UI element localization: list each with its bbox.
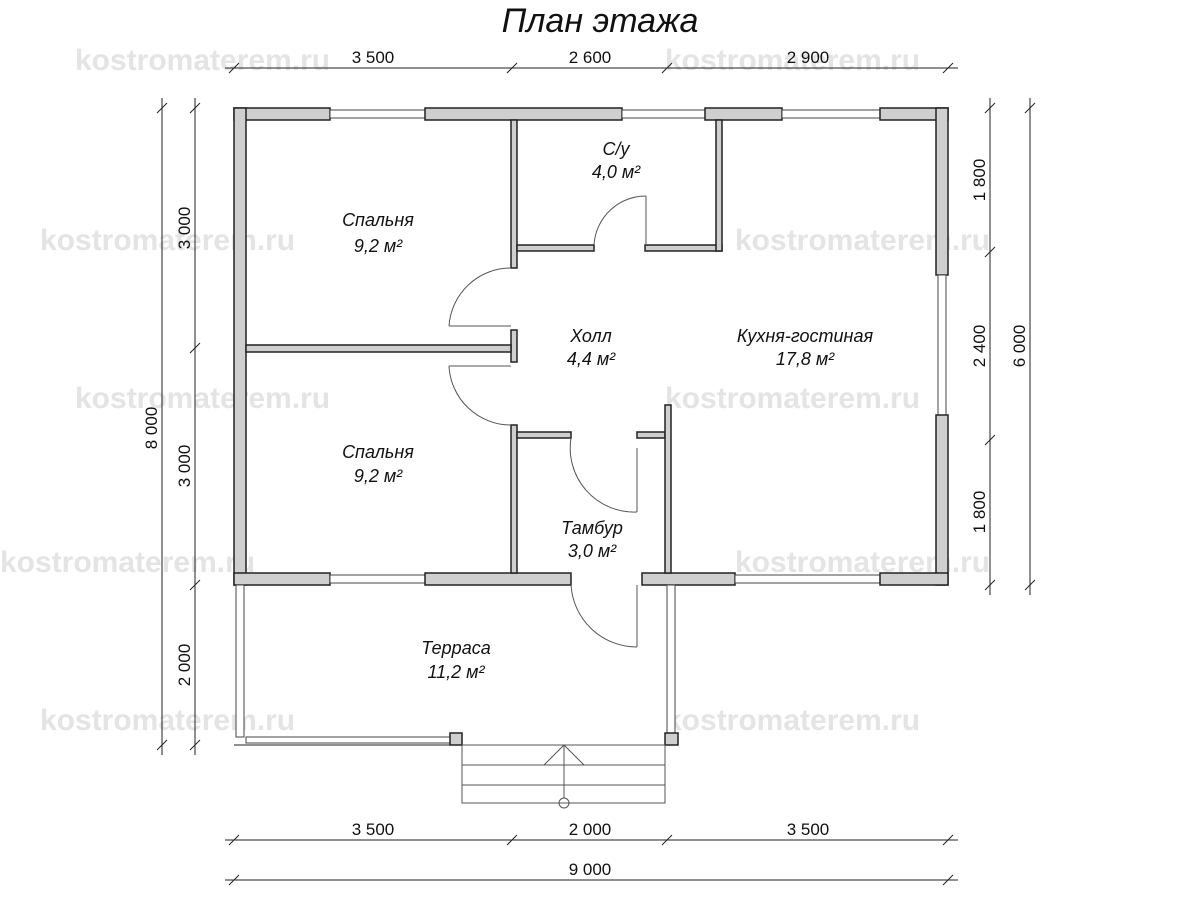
dim-bottom-1: 3 500: [352, 820, 395, 839]
dim-left-2: 3 000: [175, 445, 194, 488]
watermark: kostromaterem.ru: [40, 224, 295, 257]
room-name: Кухня-гостиная: [737, 326, 874, 346]
dim-top-2: 2 600: [569, 48, 612, 67]
watermark: kostromaterem.ru: [75, 44, 330, 77]
watermark: kostromaterem.ru: [0, 546, 255, 579]
dimension-tick: [189, 102, 201, 114]
dimension-tick: [942, 62, 954, 74]
dimension-lines: 3 500 2 600 2 900 8 000 3 000 3 000 2 00…: [142, 48, 1036, 886]
room-labels: Спальня 9,2 м² С/у 4,0 м² Холл 4,4 м² Ку…: [342, 139, 873, 682]
dimension-tick: [506, 62, 518, 74]
dimension-tick: [156, 102, 168, 114]
dim-right-3: 1 800: [970, 491, 989, 534]
dim-left-total: 8 000: [142, 407, 161, 450]
dimension-tick: [984, 579, 996, 591]
watermark: kostromaterem.ru: [735, 546, 990, 579]
room-name: Терраса: [421, 638, 490, 658]
watermark: kostromaterem.ru: [40, 704, 295, 737]
dimension-tick: [942, 874, 954, 886]
dimension-tick: [189, 579, 201, 591]
dimension-tick: [228, 874, 240, 886]
room-name: Тамбур: [561, 518, 623, 538]
dimension-tick: [228, 62, 240, 74]
dimension-tick: [984, 102, 996, 114]
dim-top-1: 3 500: [352, 48, 395, 67]
dimension-tick: [1024, 102, 1036, 114]
dimension-tick: [942, 834, 954, 846]
dimension-tick: [156, 739, 168, 751]
room-name: Спальня: [342, 442, 414, 462]
watermark: kostromaterem.ru: [75, 382, 330, 415]
room-area: 9,2 м²: [354, 236, 403, 256]
room-area: 4,4 м²: [567, 349, 616, 369]
dim-bottom-3: 3 500: [787, 820, 830, 839]
dim-left-3: 2 000: [175, 644, 194, 687]
dim-top-3: 2 900: [787, 48, 830, 67]
dim-left-1: 3 000: [175, 207, 194, 250]
room-area: 17,8 м²: [776, 349, 835, 369]
room-name: С/у: [603, 139, 631, 159]
room-area: 3,0 м²: [568, 541, 617, 561]
dimension-tick: [661, 834, 673, 846]
dim-right-2: 2 400: [970, 325, 989, 368]
dimension-tick: [189, 342, 201, 354]
plan-title: План этажа: [502, 2, 699, 40]
doors: [448, 195, 647, 648]
room-name: Спальня: [342, 210, 414, 230]
dim-bottom-total: 9 000: [569, 860, 612, 879]
entrance-steps: [461, 744, 666, 809]
room-area: 9,2 м²: [354, 466, 403, 486]
dim-right-1: 1 800: [970, 159, 989, 202]
dim-right-total: 6 000: [1010, 325, 1029, 368]
watermark: kostromaterem.ru: [665, 704, 920, 737]
room-area: 11,2 м²: [427, 662, 485, 682]
dimension-tick: [984, 434, 996, 446]
dim-bottom-2: 2 000: [569, 820, 612, 839]
watermarks: kostromaterem.ru kostromaterem.ru kostro…: [0, 44, 990, 737]
watermark: kostromaterem.ru: [735, 224, 990, 257]
dimension-tick: [189, 739, 201, 751]
watermark: kostromaterem.ru: [665, 382, 920, 415]
dimension-tick: [661, 62, 673, 74]
dimension-tick: [1024, 579, 1036, 591]
watermark: kostromaterem.ru: [665, 44, 920, 77]
room-name: Холл: [569, 326, 612, 346]
room-area: 4,0 м²: [592, 162, 641, 182]
dimension-tick: [228, 834, 240, 846]
dimension-tick: [506, 834, 518, 846]
dimension-tick: [984, 246, 996, 258]
walls: [233, 107, 949, 746]
